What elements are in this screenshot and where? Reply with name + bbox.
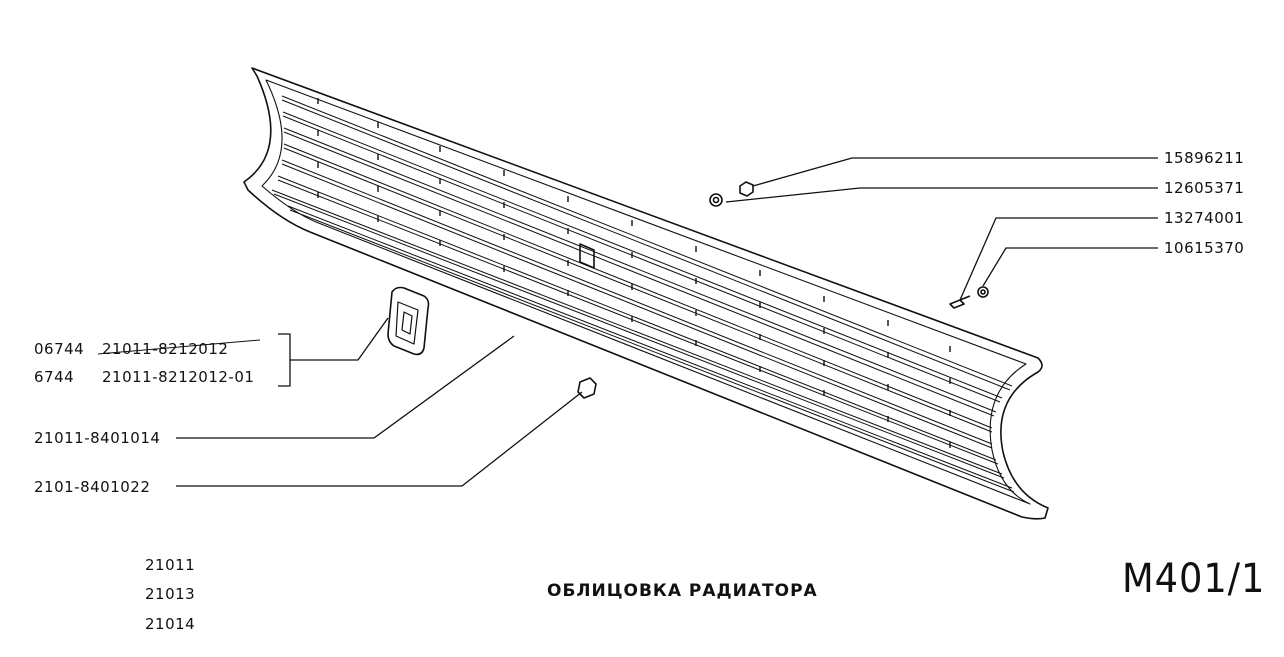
grille-ribs [317, 98, 951, 448]
grille-inner-frame [261, 79, 1031, 505]
model-21013: 21013 [145, 585, 196, 603]
grille-outline [243, 67, 1049, 520]
grille-slats [271, 95, 1015, 493]
leader-lines [97, 157, 1158, 487]
model-21011: 21011 [145, 556, 196, 574]
part-number-nut: 15896211 [1164, 149, 1245, 167]
sheet-code: M401/1 [1122, 556, 1266, 602]
emblem-row2-code: 6744 [34, 368, 75, 386]
part-number-screw: 13274001 [1164, 209, 1245, 227]
part-number-washer-top: 12605371 [1164, 179, 1245, 197]
fasteners [577, 181, 989, 399]
model-21014: 21014 [145, 615, 196, 633]
emblem-row2-part: 21011-8212012-01 [102, 368, 255, 386]
part-number-clip: 2101-8401022 [34, 478, 151, 496]
emblem-row1-code: 06744 [34, 340, 85, 358]
grille-center-tab [579, 243, 595, 269]
emblem-row1-part: 21011-8212012 [102, 340, 229, 358]
emblem-part [387, 286, 430, 356]
part-number-washer-right: 10615370 [1164, 239, 1245, 257]
diagram-title: ОБЛИЦОВКА РАДИАТОРА [547, 581, 818, 601]
part-number-grille: 21011-8401014 [34, 429, 161, 447]
